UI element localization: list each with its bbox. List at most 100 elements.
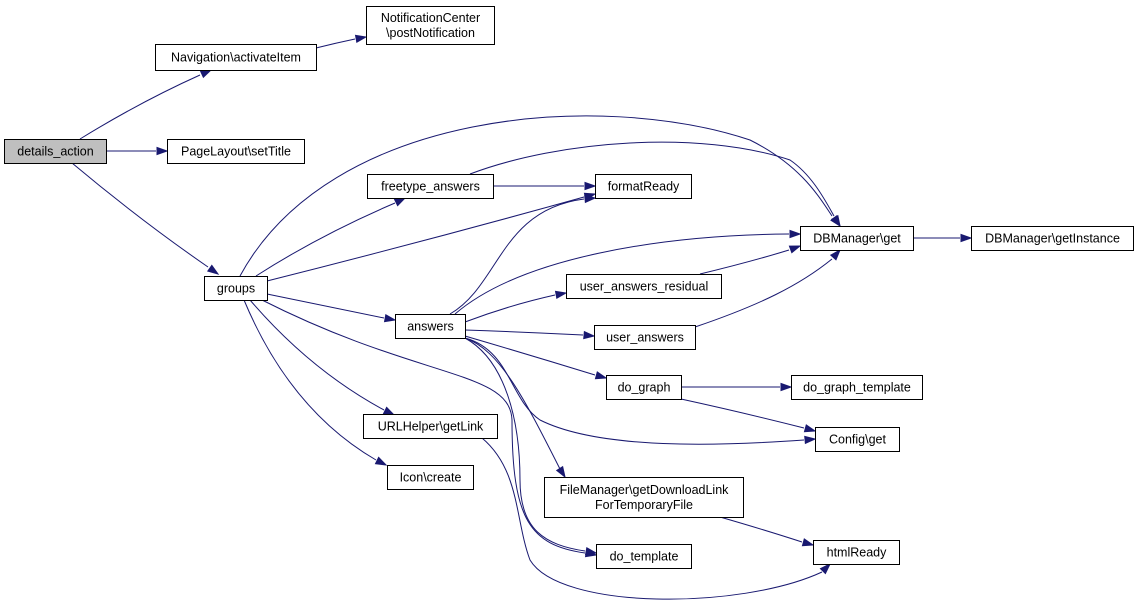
node-nav-activate[interactable]: Navigation\activateItem bbox=[155, 44, 317, 71]
edge-groups-to-urlhelper-getlink bbox=[249, 299, 396, 416]
edge-arrowhead bbox=[801, 538, 815, 547]
node-box bbox=[791, 375, 923, 400]
node-groups[interactable]: groups bbox=[204, 276, 268, 301]
node-config-get[interactable]: Config\get bbox=[815, 427, 900, 452]
node-label: FileManager\getDownloadLink bbox=[560, 483, 730, 497]
edge-urlhelper-getlink-to-htmlready bbox=[481, 437, 832, 600]
node-label: formatReady bbox=[608, 180, 680, 194]
node-label: DBManager\getInstance bbox=[985, 232, 1120, 246]
node-user-answers-residual[interactable]: user_answers_residual bbox=[566, 274, 722, 299]
edge-details-action-to-groups bbox=[71, 162, 220, 275]
node-user-answers[interactable]: user_answers bbox=[594, 325, 696, 350]
node-label: Config\get bbox=[829, 433, 887, 447]
node-box bbox=[596, 544, 692, 569]
edge-line bbox=[261, 299, 586, 554]
node-label: groups bbox=[217, 282, 255, 296]
edge-line bbox=[680, 398, 805, 429]
edges-layer bbox=[71, 34, 973, 600]
node-icon-create[interactable]: Icon\create bbox=[387, 465, 474, 490]
edge-line bbox=[239, 115, 833, 277]
node-do-graph-template[interactable]: do_graph_template bbox=[791, 375, 923, 400]
edge-line bbox=[249, 299, 385, 411]
edge-answers-to-user-answers-residual bbox=[464, 290, 568, 323]
node-label: details_action bbox=[17, 145, 93, 159]
edge-arrowhead bbox=[594, 371, 608, 380]
edge-line bbox=[255, 202, 396, 277]
node-box bbox=[204, 276, 268, 301]
node-box bbox=[813, 540, 900, 565]
node-label: freetype_answers bbox=[381, 180, 480, 194]
edge-line bbox=[79, 74, 201, 140]
node-label: NotificationCenter bbox=[381, 11, 480, 25]
node-box bbox=[4, 139, 107, 164]
edge-line bbox=[719, 516, 803, 543]
edge-answers-to-dbm-get bbox=[454, 229, 802, 315]
edge-arrowhead bbox=[960, 233, 973, 243]
node-label: Navigation\activateItem bbox=[171, 51, 301, 65]
node-freetype-answers[interactable]: freetype_answers bbox=[367, 174, 494, 199]
edge-answers-to-config-get bbox=[464, 337, 817, 445]
edge-arrowhead bbox=[199, 69, 213, 79]
edge-arrowhead bbox=[829, 248, 842, 261]
node-label: htmlReady bbox=[827, 546, 887, 560]
edge-arrowhead bbox=[583, 330, 596, 340]
edge-details-action-to-nav-activate bbox=[79, 69, 213, 140]
node-box bbox=[387, 465, 474, 490]
node-label: do_graph_template bbox=[803, 381, 911, 395]
node-dbm-getinstance[interactable]: DBManager\getInstance bbox=[971, 226, 1134, 251]
node-label: user_answers_residual bbox=[580, 280, 709, 294]
node-fm-download[interactable]: FileManager\getDownloadLinkForTemporaryF… bbox=[544, 477, 744, 518]
node-formatready[interactable]: formatReady bbox=[595, 174, 692, 199]
edge-groups-to-formatready bbox=[266, 192, 597, 282]
node-box bbox=[395, 314, 466, 339]
edge-arrowhead bbox=[156, 146, 169, 156]
node-box bbox=[544, 477, 744, 518]
edge-dbm-get-to-dbm-getinstance bbox=[913, 233, 973, 243]
node-notif-post[interactable]: NotificationCenter\postNotification bbox=[366, 6, 495, 45]
edge-arrowhead bbox=[554, 290, 568, 300]
edge-arrowhead bbox=[584, 181, 597, 191]
node-box bbox=[566, 274, 722, 299]
edge-nav-activate-to-notif-post bbox=[315, 34, 368, 49]
node-box bbox=[815, 427, 900, 452]
edge-line bbox=[71, 162, 209, 268]
node-do-graph[interactable]: do_graph bbox=[606, 375, 682, 400]
node-label: user_answers bbox=[606, 331, 684, 345]
edge-arrowhead bbox=[830, 214, 841, 228]
node-label: do_template bbox=[610, 550, 679, 564]
edge-freetype-answers-to-dbm-get bbox=[469, 141, 841, 228]
edge-arrowhead bbox=[382, 406, 396, 416]
node-do-template[interactable]: do_template bbox=[596, 544, 692, 569]
edge-line bbox=[699, 249, 790, 275]
edge-arrowhead bbox=[788, 245, 802, 254]
edge-line bbox=[464, 337, 805, 445]
edge-line bbox=[464, 294, 556, 323]
node-page-settitle[interactable]: PageLayout\setTitle bbox=[167, 139, 305, 164]
node-box bbox=[167, 139, 305, 164]
edge-line bbox=[449, 198, 585, 315]
node-dbm-get[interactable]: DBManager\get bbox=[800, 226, 914, 251]
node-urlhelper-getlink[interactable]: URLHelper\getLink bbox=[363, 414, 498, 439]
edge-arrowhead bbox=[780, 382, 793, 392]
edge-do-graph-to-config-get bbox=[680, 398, 817, 433]
edge-line bbox=[266, 196, 585, 282]
nodes-layer: details_action Navigation\activateItem Not… bbox=[4, 6, 1134, 569]
node-box bbox=[606, 375, 682, 400]
edge-arrowhead bbox=[789, 229, 802, 239]
node-htmlready[interactable]: htmlReady bbox=[813, 540, 900, 565]
node-box bbox=[363, 414, 498, 439]
node-label: \postNotification bbox=[386, 26, 475, 40]
node-box bbox=[367, 174, 494, 199]
edge-answers-to-fm-download bbox=[464, 337, 566, 479]
edge-groups-to-dbm-get bbox=[239, 115, 841, 277]
edge-line bbox=[464, 329, 584, 336]
node-box bbox=[595, 174, 692, 199]
edge-arrowhead bbox=[374, 456, 388, 466]
node-answers[interactable]: answers bbox=[395, 314, 466, 339]
edge-line bbox=[454, 233, 790, 315]
node-box bbox=[155, 44, 317, 71]
node-details-action[interactable]: details_action bbox=[4, 139, 107, 164]
edge-arrowhead bbox=[803, 424, 817, 433]
edge-arrowhead bbox=[555, 465, 566, 479]
